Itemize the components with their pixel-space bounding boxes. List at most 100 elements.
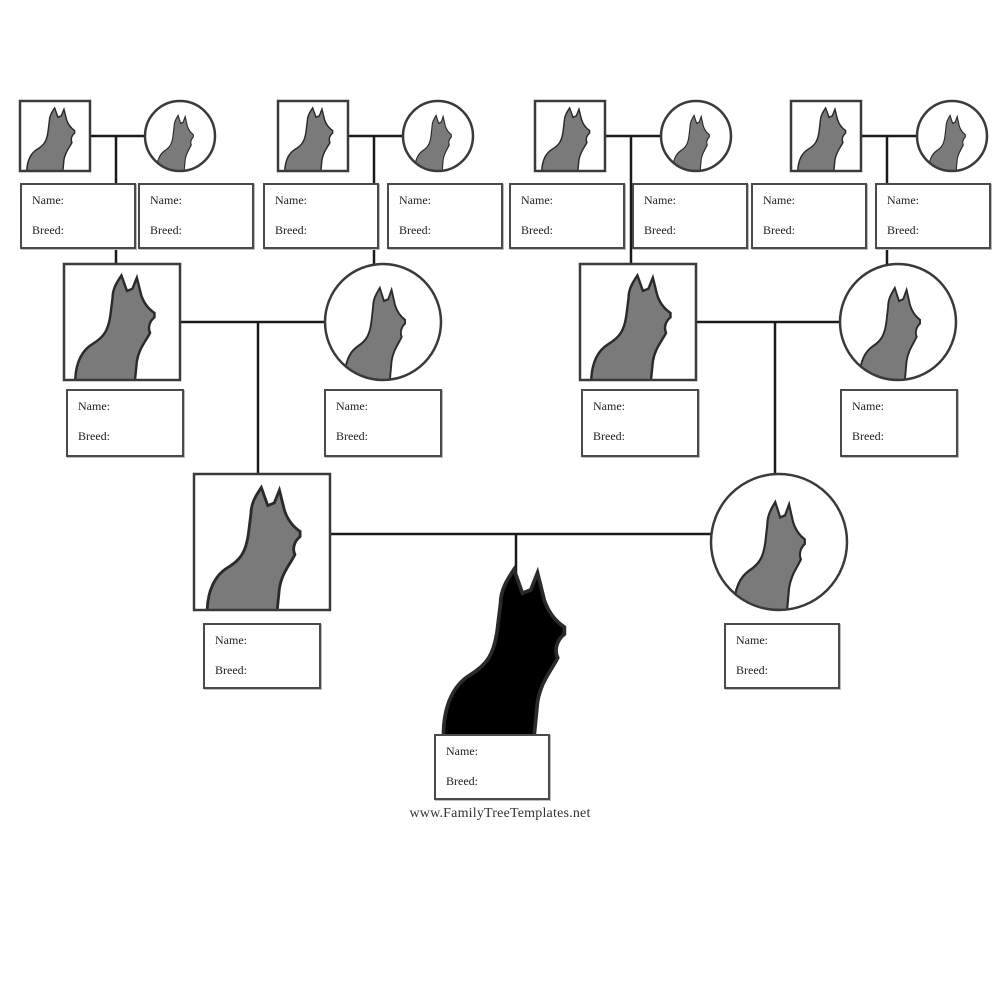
cat-silhouette-icon: [732, 499, 806, 609]
breed-field: Breed:: [593, 429, 625, 444]
great-grandparent-card: Name: Breed:: [20, 183, 136, 249]
name-label: Name:: [336, 399, 368, 413]
breed-field: Breed:: [763, 223, 795, 238]
breed-field: Breed:: [887, 223, 919, 238]
breed-field: Breed:: [521, 223, 553, 238]
name-label: Name:: [32, 193, 64, 207]
breed-field: Breed:: [150, 223, 182, 238]
cat-silhouette-icon: [414, 114, 452, 170]
great-grandparent-card: Name: Breed:: [509, 183, 625, 249]
male-portrait: [578, 262, 698, 382]
breed-label: Breed:: [644, 223, 676, 237]
female-portrait: [401, 99, 475, 173]
name-field: Name:: [521, 193, 553, 208]
name-label: Name:: [521, 193, 553, 207]
breed-field: Breed:: [736, 663, 768, 678]
name-label: Name:: [275, 193, 307, 207]
cat-silhouette-icon: [74, 272, 156, 379]
breed-field: Breed:: [336, 429, 368, 444]
breed-label: Breed:: [593, 429, 625, 443]
male-portrait: [533, 99, 607, 173]
male-portrait: [62, 262, 182, 382]
breed-field: Breed:: [446, 774, 478, 789]
female-portrait: [143, 99, 217, 173]
breed-label: Breed:: [336, 429, 368, 443]
name-field: Name:: [336, 399, 368, 414]
breed-field: Breed:: [852, 429, 884, 444]
great-grandparent-card: Name: Breed:: [632, 183, 748, 249]
great-grandparent-card: Name: Breed:: [387, 183, 503, 249]
cat-silhouette-icon: [797, 106, 847, 170]
subject-portrait: [441, 565, 567, 738]
name-label: Name:: [852, 399, 884, 413]
breed-label: Breed:: [852, 429, 884, 443]
male-portrait: [789, 99, 863, 173]
cat-silhouette-icon: [590, 272, 672, 379]
name-label: Name:: [887, 193, 919, 207]
breed-field: Breed:: [215, 663, 247, 678]
breed-field: Breed:: [644, 223, 676, 238]
name-field: Name:: [852, 399, 884, 414]
cat-silhouette-icon: [541, 106, 591, 170]
name-field: Name:: [215, 633, 247, 648]
male-portrait: [192, 472, 332, 612]
female-portrait: [838, 262, 958, 382]
breed-field: Breed:: [78, 429, 110, 444]
female-portrait: [709, 472, 849, 612]
breed-label: Breed:: [446, 774, 478, 788]
cat-silhouette-icon: [205, 484, 302, 609]
name-field: Name:: [593, 399, 625, 414]
grandparent-card: Name: Breed:: [840, 389, 958, 457]
name-field: Name:: [446, 744, 478, 759]
great-grandparent-card: Name: Breed:: [751, 183, 867, 249]
breed-label: Breed:: [78, 429, 110, 443]
name-field: Name:: [150, 193, 182, 208]
breed-field: Breed:: [32, 223, 64, 238]
great-grandparent-card: Name: Breed:: [138, 183, 254, 249]
name-label: Name:: [763, 193, 795, 207]
breed-label: Breed:: [399, 223, 431, 237]
name-field: Name:: [887, 193, 919, 208]
name-label: Name:: [399, 193, 431, 207]
name-label: Name:: [446, 744, 478, 758]
name-field: Name:: [736, 633, 768, 648]
name-label: Name:: [736, 633, 768, 647]
cat-silhouette-icon: [156, 114, 194, 170]
female-portrait: [915, 99, 989, 173]
cat-silhouette-icon: [284, 106, 334, 170]
cat-silhouette-icon: [858, 285, 921, 379]
parent-card: Name: Breed:: [724, 623, 840, 689]
male-portrait: [18, 99, 92, 173]
footer-url: www.FamilyTreeTemplates.net: [409, 806, 591, 821]
name-field: Name:: [32, 193, 64, 208]
female-portrait: [323, 262, 443, 382]
parent-card: Name: Breed:: [203, 623, 321, 689]
cat-silhouette-icon: [343, 285, 406, 379]
great-grandparent-card: Name: Breed:: [875, 183, 991, 249]
grandparent-card: Name: Breed:: [581, 389, 699, 457]
breed-label: Breed:: [736, 663, 768, 677]
breed-label: Breed:: [763, 223, 795, 237]
cat-silhouette-icon: [928, 114, 966, 170]
female-portrait: [659, 99, 733, 173]
breed-label: Breed:: [521, 223, 553, 237]
name-label: Name:: [150, 193, 182, 207]
great-grandparent-card: Name: Breed:: [263, 183, 379, 249]
name-field: Name:: [399, 193, 431, 208]
name-field: Name:: [644, 193, 676, 208]
cat-silhouette-icon: [672, 114, 710, 170]
name-label: Name:: [644, 193, 676, 207]
breed-label: Breed:: [150, 223, 182, 237]
black-cat-icon: [441, 565, 567, 738]
grandparent-card: Name: Breed:: [324, 389, 442, 457]
male-portrait: [276, 99, 350, 173]
name-field: Name:: [275, 193, 307, 208]
grandparent-card: Name:Breed:: [66, 389, 184, 457]
name-label: Name:: [593, 399, 625, 413]
breed-label: Breed:: [275, 223, 307, 237]
subject-card: Name: Breed:: [434, 734, 550, 800]
name-label: Name:: [215, 633, 247, 647]
cat-silhouette-icon: [26, 106, 76, 170]
